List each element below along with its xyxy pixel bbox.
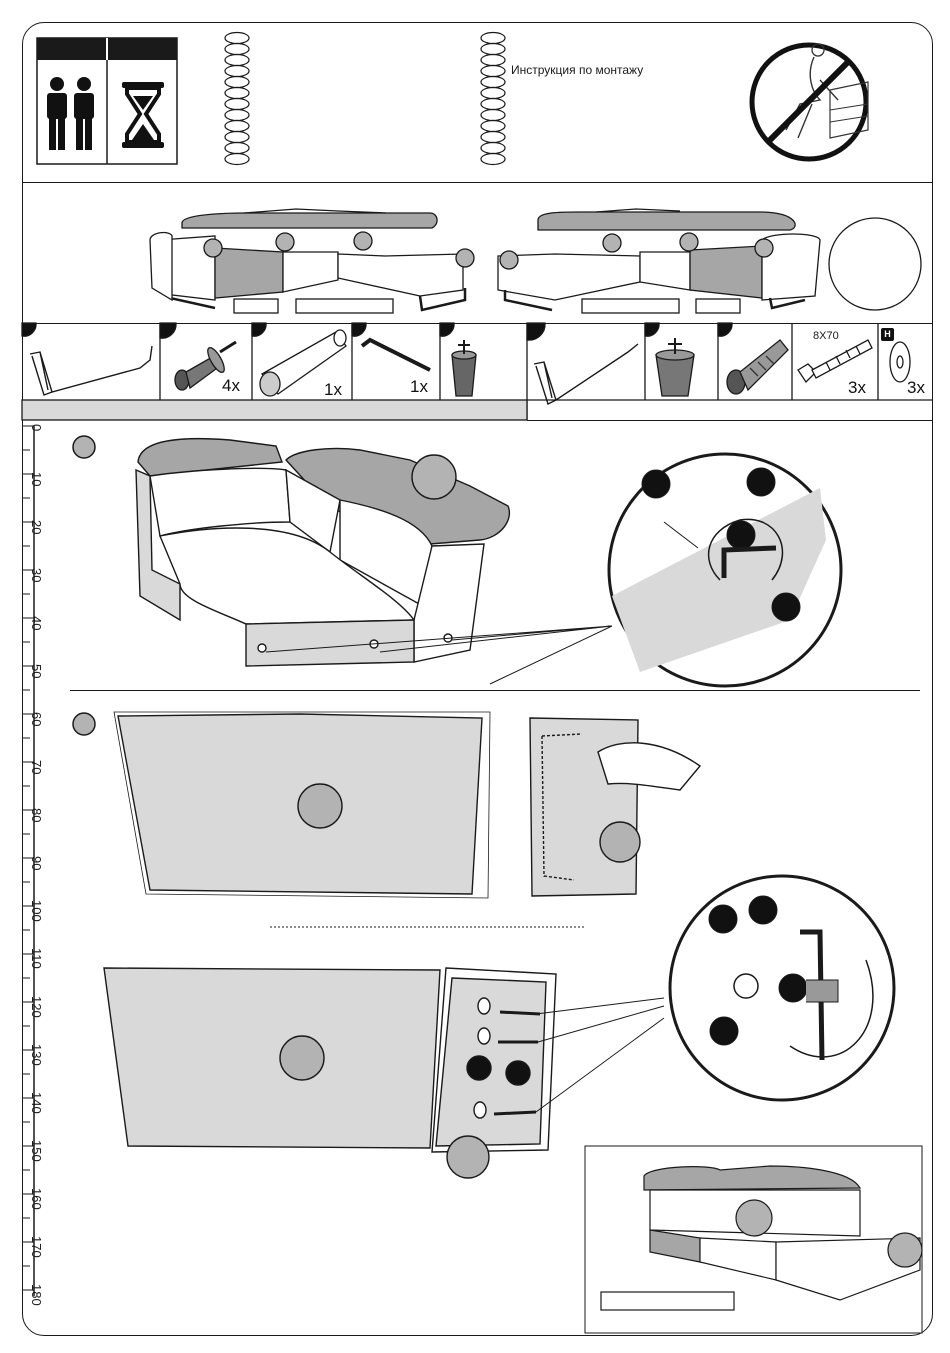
parts-separators (22, 323, 933, 420)
sofa-foot-icon (452, 340, 476, 396)
hex-bolt-icon (798, 340, 872, 382)
metal-bracket-icon (534, 344, 638, 404)
plastic-dowel-icon (175, 342, 236, 390)
sofa-section-step1 (136, 439, 509, 666)
sofa-foot-icon (656, 338, 694, 396)
metal-bracket-icon (30, 346, 152, 395)
step-2-marker (73, 713, 95, 735)
corner-sofa-right-overview (498, 209, 921, 313)
step-1-marker (73, 436, 95, 458)
assembled-panels-step2 (104, 968, 664, 1178)
detail-callout-step2 (670, 876, 894, 1100)
side-panel-step2 (530, 718, 700, 896)
washer-icon (890, 342, 910, 382)
no-sitting-on-armrest-icon (752, 44, 868, 159)
allen-key-icon (362, 340, 430, 370)
result-thumbnail (585, 1146, 922, 1333)
ruler-scale (22, 426, 34, 1296)
language-badges-left (225, 33, 249, 165)
screw-icon (727, 340, 788, 394)
corner-sofa-left-overview (150, 209, 474, 313)
backrest-panel-step2 (114, 712, 490, 898)
hourglass-icon (122, 82, 164, 148)
leg-sleeve-icon (260, 330, 346, 396)
language-badges-right (481, 33, 505, 165)
